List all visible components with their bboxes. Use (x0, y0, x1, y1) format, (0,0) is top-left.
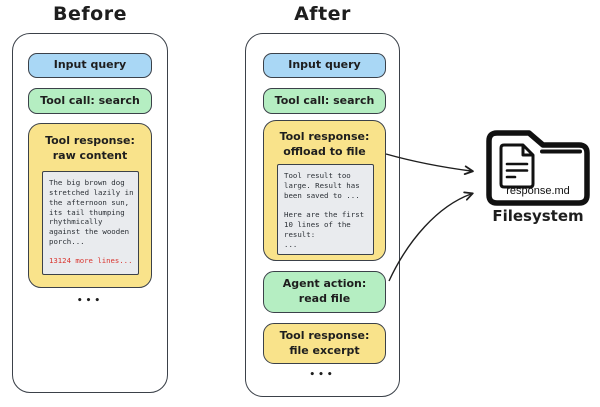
arrow-read-file-from-filesystem (388, 191, 474, 282)
before-input-query-box: Input query (28, 53, 152, 78)
after-tool-call-box: Tool call: search (263, 88, 386, 114)
before-tool-call-label: Tool call: search (40, 93, 140, 107)
after-ellipsis: ••• (309, 370, 336, 380)
after-offload-box: Tool response: offload to file Tool resu… (263, 120, 386, 261)
after-title: After (294, 3, 351, 25)
document-icon (499, 143, 535, 189)
after-agent-action-label: Agent action: read file (282, 277, 367, 305)
after-file-excerpt-box: Tool response: file excerpt (263, 323, 386, 364)
before-tool-call-box: Tool call: search (28, 88, 152, 114)
before-raw-content-text: The big brown dog stretched lazily in th… (49, 178, 134, 247)
filesystem-label: Filesystem (492, 207, 584, 225)
before-more-lines-text: 13124 more lines... (49, 255, 133, 265)
before-tool-response-label: Tool response: raw content (45, 134, 135, 162)
after-offload-label: Tool response: offload to file (279, 130, 370, 158)
before-raw-content-box: The big brown dog stretched lazily in th… (42, 171, 139, 275)
after-panel: Input query Tool call: search Tool respo… (245, 33, 400, 397)
after-offload-content-text: Tool result too large. Result has been s… (284, 171, 365, 249)
after-agent-action-box: Agent action: read file (263, 271, 386, 313)
before-input-query-label: Input query (53, 58, 127, 72)
before-title: Before (53, 3, 127, 25)
after-file-excerpt-label: Tool response: file excerpt (279, 328, 370, 357)
after-input-query-box: Input query (263, 53, 386, 78)
folder-icon (479, 123, 597, 209)
after-offload-content-box: Tool result too large. Result has been s… (277, 164, 374, 255)
file-name-text: response.md (506, 185, 570, 197)
after-tool-call-label: Tool call: search (274, 93, 375, 107)
before-ellipsis: ••• (76, 296, 104, 306)
before-tool-response-box: Tool response: raw content The big brown… (28, 123, 152, 288)
before-panel: Input query Tool call: search Tool respo… (12, 33, 168, 393)
after-input-query-label: Input query (288, 58, 361, 72)
